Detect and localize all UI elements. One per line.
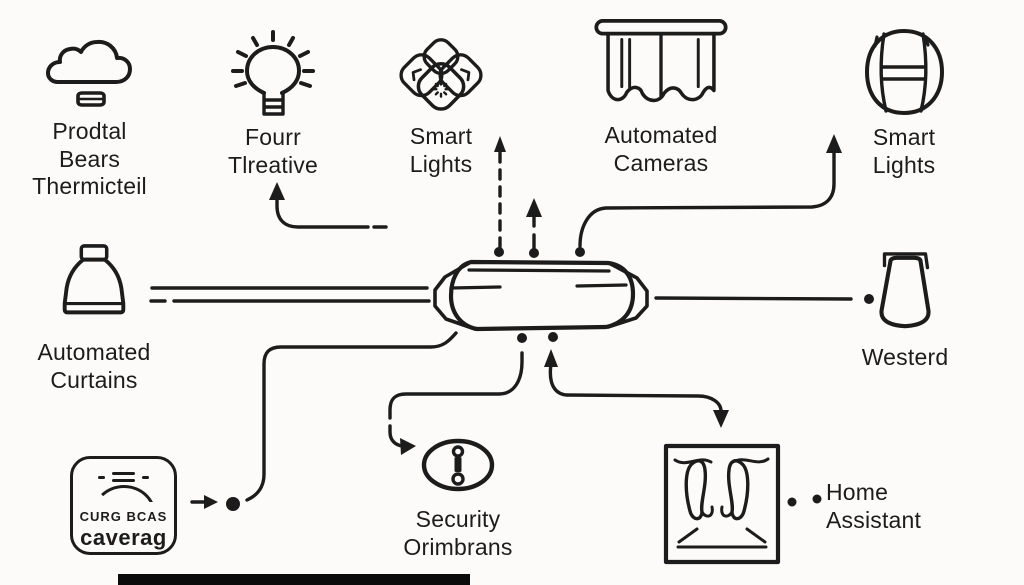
node-curtains: Automated Curtains [28,243,160,394]
security-label-line: Security [415,506,501,532]
creative-label-line: Tlreative [228,151,318,178]
arrowhead-up-icon [826,134,842,153]
light-bulb-icon [230,30,315,116]
node-thermostat: Prodtal Bears Thermicteil [22,36,157,201]
lights-right-label-line: Smart [872,124,936,150]
node-westerd: Westerd [856,250,954,372]
gateway-box: CURG BCAS caverag [70,456,177,555]
bell-cover-icon [62,244,126,315]
node-dot [787,497,797,507]
smart-bulb-cluster-icon [399,38,483,111]
arrowhead-right-icon [204,495,218,509]
node-smart-lights-right: Smart Lights [846,26,962,179]
node-dot [548,332,558,342]
node-dot [517,333,527,343]
arrowhead-up-icon [269,182,285,200]
home-label-line: Assistant [826,507,922,533]
node-dot [575,247,585,257]
lights-center-label-line: Smart [409,123,473,149]
connector-hub-to-westerd [654,296,853,301]
connector-hub-to-security [388,351,524,448]
westerd-label-line: Westerd [861,344,949,370]
cloud-thermostat-icon [45,39,132,107]
bottom-bar [118,574,470,585]
security-label-line: Orimbrans [403,533,513,560]
equals-icon [112,471,135,483]
home-label-line: Home [826,479,889,505]
node-dot [812,494,822,504]
node-security: Security Orimbrans [398,438,518,561]
alert-ellipse-icon [421,438,495,492]
connector-hub-to-gateway [245,331,458,502]
connector-hub-to-lights-right [578,148,836,248]
arrowhead-up-icon [494,136,506,152]
gateway-dot [226,497,240,511]
arrowhead-up-icon [526,198,542,217]
connector-hub-to-home [548,362,723,416]
node-creative: Fourr Tlreative [214,30,332,179]
hub-device-icon [433,259,649,332]
node-cameras: Automated Cameras [588,16,734,177]
curtains-label-line: Automated [37,339,151,365]
connector-hub-to-creative [275,196,370,229]
thermostat-label-line: Bears [58,145,121,172]
curtains-label-line: Curtains [50,366,138,393]
gateway-name: caverag [80,525,167,550]
node-smart-lights-center: Smart Lights [386,38,496,178]
node-dot [529,248,539,258]
thermostat-label-line: Thermicteil [32,173,147,199]
node-home-assistant: Home Assistant [826,478,921,534]
cameras-label-line: Cameras [613,149,709,176]
node-dot [494,247,504,257]
lights-right-label-line: Lights [872,151,936,178]
arrowhead-up-icon [544,349,558,367]
smart-speaker-icon [865,29,944,115]
creative-label-line: Fourr [245,124,301,150]
curtain-icon [594,19,728,103]
cameras-label-line: Automated [604,122,718,148]
lights-center-label-line: Lights [409,150,473,177]
lamp-shade-icon [879,252,931,329]
arrowhead-right-icon [400,438,416,455]
node-dot [864,294,874,304]
arc-icon [91,485,156,515]
gateway-top-marks [98,471,149,483]
house-frame-icon [663,443,781,565]
gateway-brand: CURG BCAS [79,509,168,524]
thermostat-label-line: Prodtal [52,118,127,144]
arrowhead-down-icon [713,410,729,428]
